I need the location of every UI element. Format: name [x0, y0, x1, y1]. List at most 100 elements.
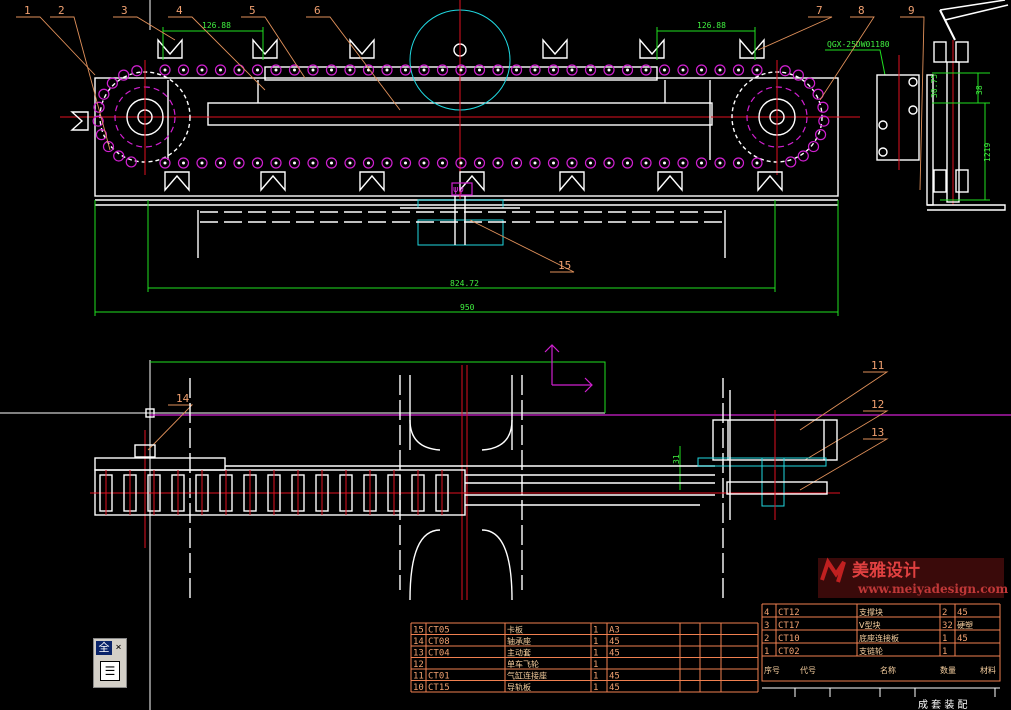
bom-code: CT01 [428, 672, 450, 682]
chain-link [214, 64, 227, 76]
chain-link [804, 77, 816, 89]
bom-name: 支撑块 [859, 607, 883, 617]
watermark-brand: 美雅设计 [852, 560, 920, 581]
chain-link [621, 64, 634, 76]
leader-line [469, 219, 575, 273]
chain-link [473, 64, 486, 76]
balloon-15: 15 [558, 259, 571, 272]
chain-link [807, 140, 820, 153]
list-icon[interactable]: ☰ [100, 661, 120, 681]
dim-side-c: 1219 [983, 143, 992, 162]
chain-pin [385, 68, 389, 72]
chain-pin [552, 161, 555, 165]
center-mark: ψψ [453, 185, 464, 195]
leader-line [113, 16, 176, 41]
bom-no: 1 [764, 647, 769, 657]
chain-link [566, 64, 578, 76]
chain-link [344, 64, 356, 76]
bom-name: 卡板 [507, 625, 523, 635]
chain-link [751, 157, 763, 169]
dim-inner-length: 824.72 [450, 279, 479, 288]
chain-link [436, 157, 449, 169]
chain-pin [718, 68, 722, 72]
chain-pin [311, 161, 315, 165]
chain-pin [274, 68, 278, 72]
chain-pin [533, 68, 537, 72]
part-15-clamp [400, 182, 520, 246]
part-code-label: QGX-25DW01180 [827, 40, 890, 49]
chain-link [492, 64, 504, 76]
leader-line [306, 16, 401, 111]
chain-link [106, 77, 118, 89]
leader-line [168, 16, 266, 91]
chain-link [113, 150, 125, 162]
balloon-2: 2 [58, 4, 65, 17]
upper-plate [264, 66, 658, 81]
bom-no: 13 [413, 649, 424, 659]
bom-header-name: 名称 [880, 665, 896, 675]
chain-link [196, 64, 208, 76]
dim-pitch-right: 126.88 [697, 21, 726, 30]
chain-pin [256, 68, 259, 72]
bom-no: 10 [413, 683, 424, 693]
v-block [252, 38, 278, 59]
bom-no: 15 [413, 626, 424, 636]
balloon-14: 14 [176, 392, 190, 405]
chain-pin [515, 68, 518, 72]
chain-pin [256, 161, 259, 165]
chain-pin [237, 161, 241, 165]
balloon-7: 7 [816, 4, 823, 17]
chain-link [270, 157, 282, 169]
full-screen-button[interactable]: 全 [96, 641, 112, 655]
bom-code: CT05 [428, 626, 450, 636]
bom-header-no: 序号 [764, 665, 780, 675]
chain-pin [755, 161, 759, 165]
v-block [559, 171, 585, 192]
v-block [157, 38, 183, 59]
chain-link [270, 64, 282, 76]
chain-link [455, 64, 467, 76]
chain-pin [681, 161, 685, 165]
balloon-9: 9 [908, 4, 915, 17]
chain-pin [182, 68, 185, 72]
chain-link [418, 64, 430, 76]
chain-pin [552, 68, 555, 72]
drawing-title: 成 套 装 配 [918, 698, 968, 710]
chain [92, 64, 830, 169]
chain-link [418, 157, 430, 169]
chain-link [714, 64, 726, 76]
chain-link [473, 157, 486, 169]
bom-material: 45 [957, 634, 968, 644]
chain-link [344, 157, 356, 169]
bom-header-material: 材料 [980, 665, 996, 675]
close-icon[interactable]: × [115, 642, 122, 653]
balloon-3: 3 [121, 4, 128, 17]
chain-link [677, 157, 689, 169]
bom-name: 单车飞轮 [507, 659, 539, 669]
chain-link [251, 64, 264, 76]
chain-link [92, 115, 104, 127]
leader-line [50, 16, 111, 151]
chain-link [510, 64, 523, 76]
chain-link [362, 157, 375, 169]
balloon-12: 12 [871, 398, 884, 411]
bom-qty: 32 [942, 621, 953, 631]
bom-header-code: 代号 [800, 665, 816, 675]
chain-link [399, 64, 412, 76]
chain-pin [404, 161, 407, 165]
bom-no: 4 [764, 608, 769, 618]
side-view: 38 30.75 1219 [876, 0, 1009, 211]
bom-name: 主动套 [507, 648, 531, 658]
chain-link [603, 64, 615, 76]
bom-qty: 1 [593, 637, 598, 647]
bom-qty: 1 [593, 672, 598, 682]
balloon-13: 13 [871, 426, 884, 439]
chain-pin [663, 161, 666, 165]
bom-code: CT04 [428, 649, 450, 659]
v-block [639, 38, 665, 59]
chain-link [814, 129, 827, 141]
chain-pin [478, 68, 481, 72]
bom-material: 45 [609, 649, 620, 659]
balloon-8: 8 [858, 4, 865, 17]
